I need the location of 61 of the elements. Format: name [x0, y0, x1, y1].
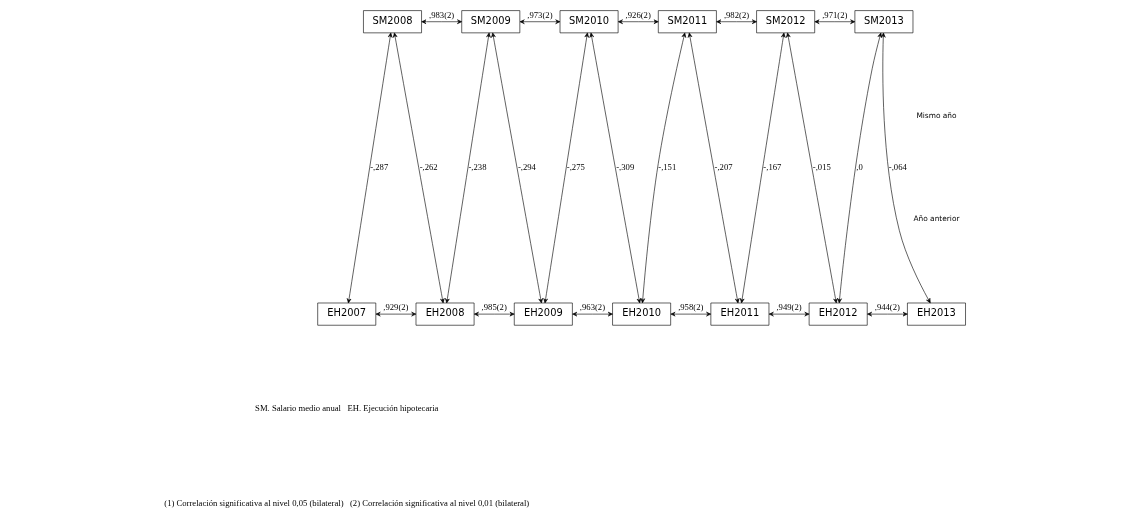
label: SM. Salario medio anual EH. Ejecución hipotecaria — [254, 402, 438, 413]
edge-label: -,294 — [517, 162, 536, 173]
node-box: EH2012 — [808, 302, 868, 326]
edge-label: -,064 — [888, 162, 907, 173]
arrow — [346, 32, 392, 304]
node-box: EH2007 — [316, 302, 376, 326]
edge-label: -,207 — [714, 162, 733, 173]
arrow — [785, 32, 838, 304]
edge-label: -,151 — [657, 162, 676, 173]
arrow — [473, 311, 515, 317]
node-box: EH2008 — [415, 302, 474, 326]
arrow — [866, 311, 908, 317]
edge-label: -,167 — [762, 162, 781, 173]
edge-label: ,926(2) — [625, 9, 651, 20]
edge-label: ,983(2) — [428, 9, 454, 20]
arrow — [880, 32, 931, 304]
arrow — [687, 32, 739, 304]
edge-label: ,949(2) — [775, 301, 802, 312]
edge-label: ,0 — [855, 162, 863, 173]
node-box: SM2010 — [559, 10, 618, 34]
edge-label: ,971(2) — [821, 9, 847, 20]
node-box: EH2010 — [611, 302, 671, 326]
arrow — [589, 32, 641, 304]
arrow — [490, 32, 543, 304]
arrow — [739, 32, 785, 304]
node-box: SM2009 — [460, 10, 520, 34]
edge-label: ,944(2) — [874, 301, 900, 312]
arrow — [444, 32, 491, 304]
arrow — [715, 19, 757, 24]
arrow — [670, 311, 711, 317]
node-box: EH2009 — [513, 302, 573, 326]
node-box: SM2008 — [362, 10, 422, 34]
edge-label: -,262 — [419, 162, 438, 173]
edge-label: ,973(2) — [526, 9, 553, 20]
node-box: EH2011 — [710, 302, 769, 326]
edge-label: ,929(2) — [382, 301, 408, 312]
arrow — [420, 19, 462, 24]
arrow — [814, 19, 855, 24]
arrow — [542, 32, 589, 304]
edge-label: -,015 — [812, 162, 831, 173]
arrow — [836, 32, 882, 304]
label: (1) Correlación significativa al nivel 0,05 (bilateral) (2) Correlación significativa al nivel 0,01 (bilateral) — [163, 497, 529, 508]
edge-label: ,963(2) — [579, 301, 605, 312]
arrow — [375, 311, 416, 317]
edge-label: -,238 — [467, 162, 486, 173]
arrow — [519, 19, 560, 24]
edge-label: -,275 — [566, 162, 585, 173]
arrow — [571, 311, 613, 317]
arrow — [617, 19, 659, 24]
node-box: SM2011 — [657, 10, 717, 34]
edge-label: -,309 — [615, 162, 634, 173]
node-box: EH2013 — [906, 302, 966, 326]
edge-label: -,287 — [369, 162, 388, 173]
edge-label: ,958(2) — [677, 301, 703, 312]
node-box: SM2012 — [755, 10, 815, 34]
arrow — [640, 32, 686, 304]
edge-label: ,982(2) — [723, 9, 749, 20]
edge-label: ,985(2) — [481, 301, 507, 312]
arrow — [392, 32, 445, 304]
arrow — [768, 311, 809, 317]
node-box: SM2013 — [854, 10, 913, 34]
